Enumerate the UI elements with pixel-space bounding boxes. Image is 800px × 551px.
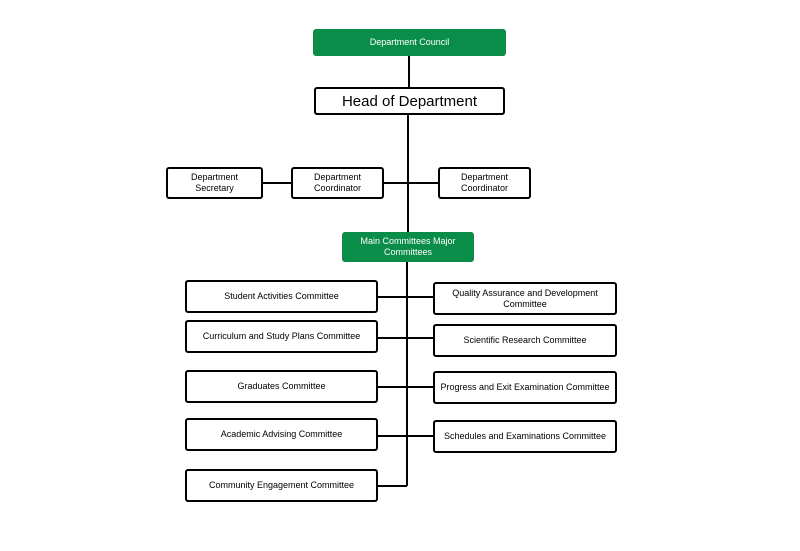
department-council-box: Department Council — [313, 29, 506, 56]
main-committees-box: Main Committees Major Committees — [342, 232, 474, 262]
department-coordinator-left-box: Department Coordinator — [291, 167, 384, 199]
committee-box: Scientific Research Committee — [433, 324, 617, 357]
head-of-department-box: Head of Department — [314, 87, 505, 115]
committee-box: Quality Assurance and Development Commit… — [433, 282, 617, 315]
committee-box: Curriculum and Study Plans Committee — [185, 320, 378, 353]
committee-box: Student Activities Committee — [185, 280, 378, 313]
department-secretary-box: Department Secretary — [166, 167, 263, 199]
committee-box: Progress and Exit Examination Committee — [433, 371, 617, 404]
committee-box: Graduates Committee — [185, 370, 378, 403]
department-coordinator-right-box: Department Coordinator — [438, 167, 531, 199]
committee-box: Academic Advising Committee — [185, 418, 378, 451]
committee-box: Community Engagement Committee — [185, 469, 378, 502]
committee-box: Schedules and Examinations Committee — [433, 420, 617, 453]
